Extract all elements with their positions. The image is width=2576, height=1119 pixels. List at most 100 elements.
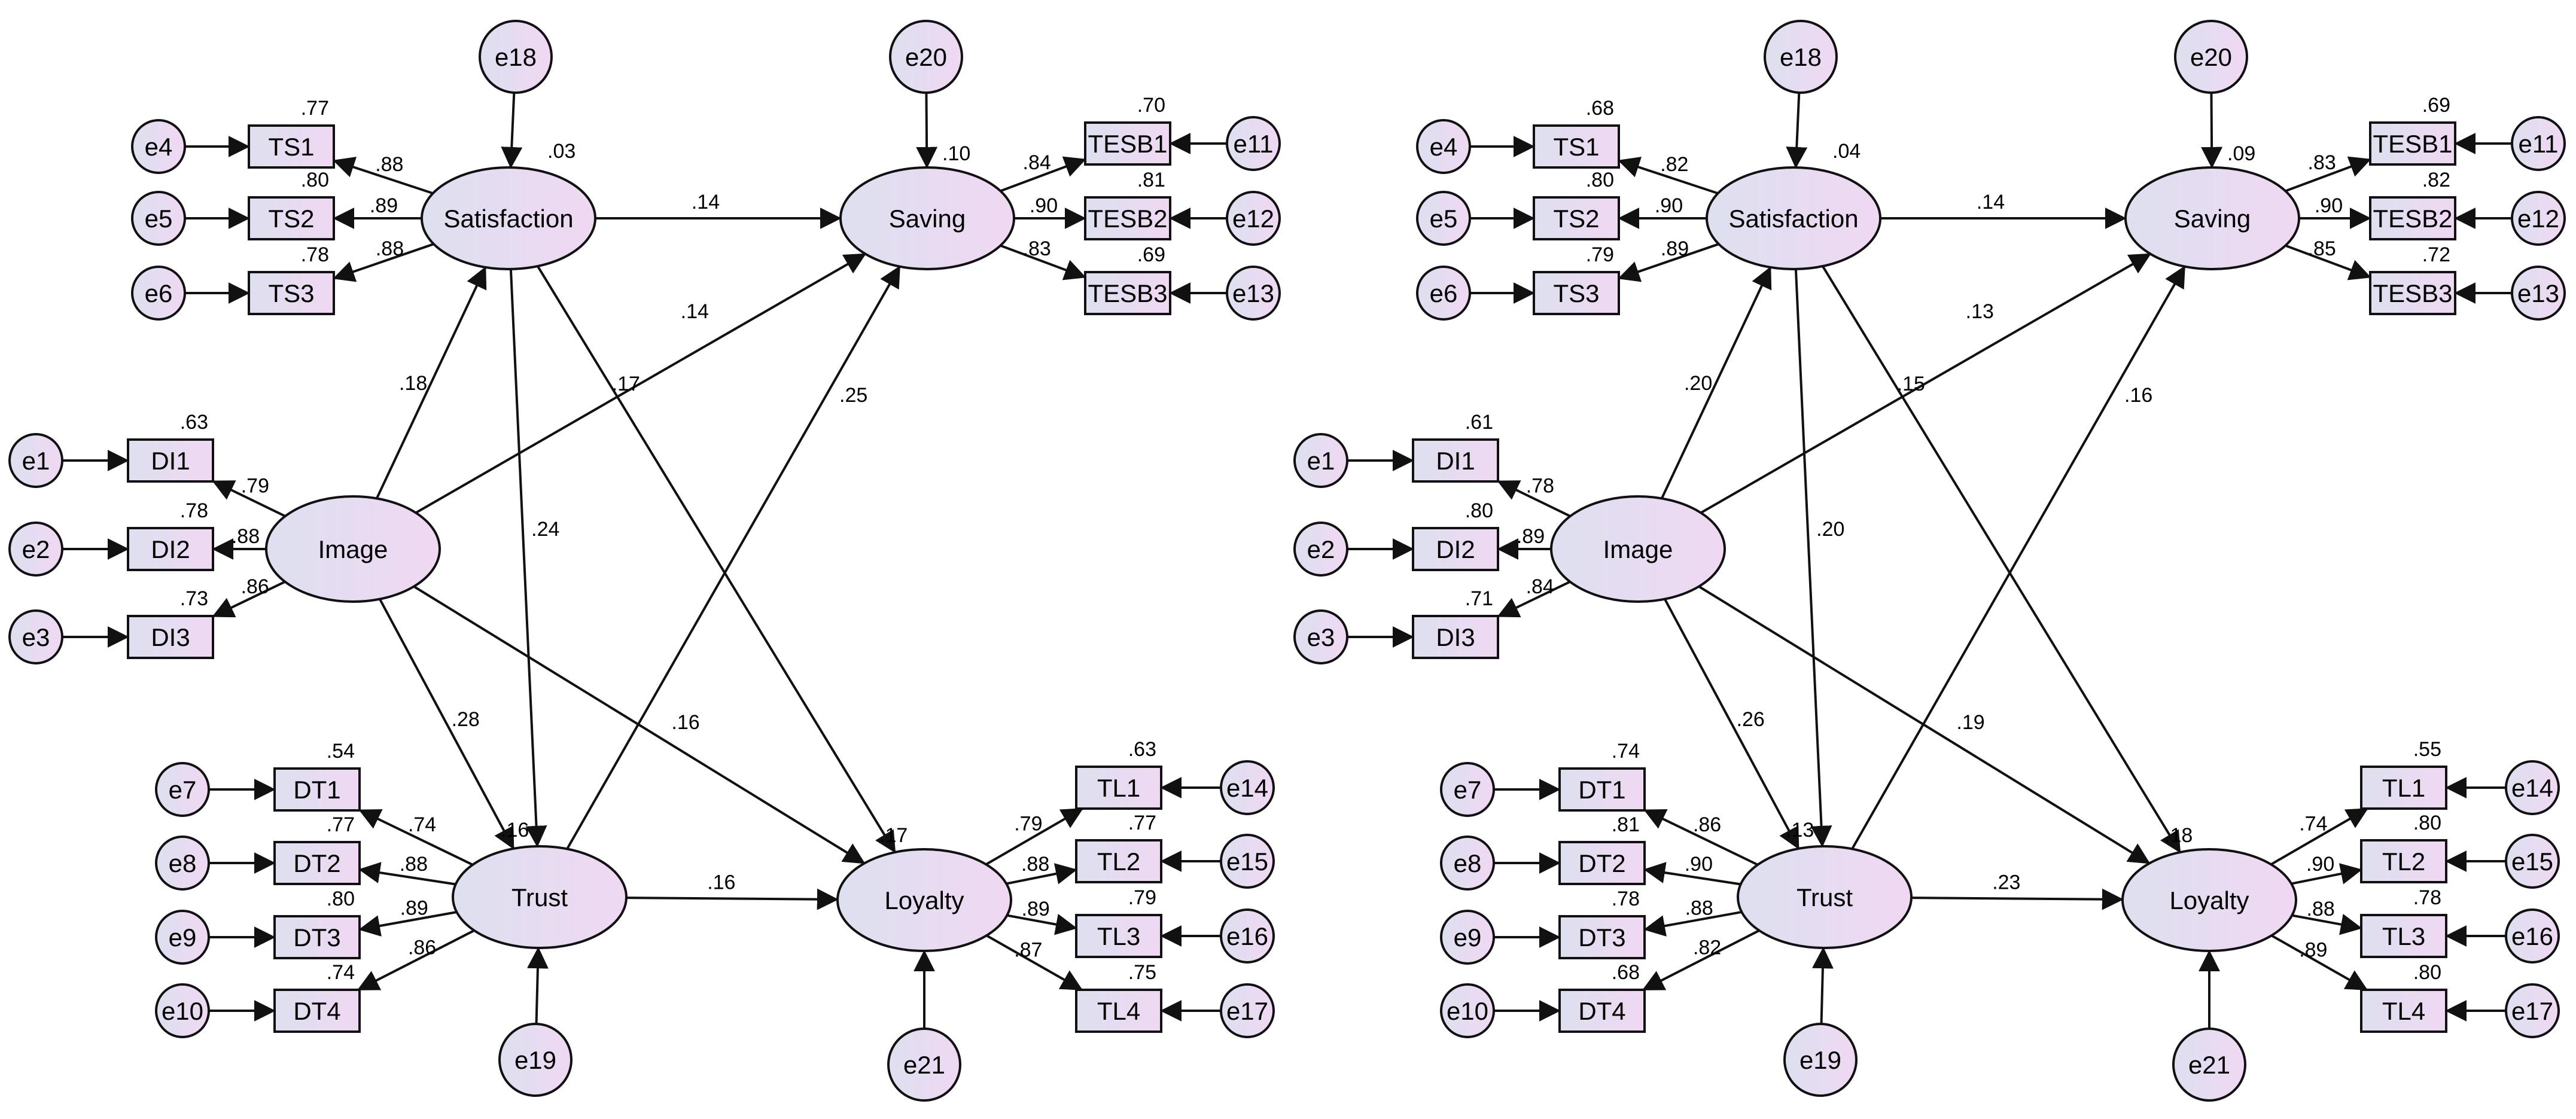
error-e3 [8,609,63,664]
latent-label-image: Image [1603,535,1673,563]
loading-value-tl1: .74 [2299,813,2327,836]
r2-dt1: .54 [327,740,355,763]
r2-loyalty: .17 [879,824,908,847]
indicator-label-ts3: TS3 [268,279,314,307]
path-coefficient-tru_loy: .16 [707,871,735,894]
loading-value-tl2: .90 [2306,853,2334,876]
error-path-e18 [1786,92,1808,169]
error-label-e7: e7 [169,776,197,804]
error-path-e19 [1811,947,1834,1025]
indicator-dt3 [1558,915,1646,959]
r2-ts3: .78 [301,243,329,266]
r2-di3: .71 [1465,587,1493,610]
path-coefficient-tru_sav: .25 [839,384,867,407]
latent-loyalty [836,848,1012,952]
error-label-e9: e9 [169,923,197,952]
latent-label-trust: Trust [511,883,568,911]
indicator-ts1 [248,124,335,169]
error-label-e19: e19 [1799,1046,1841,1074]
indicator-ts2 [1533,196,1620,240]
path-coefficient-img_sat: .20 [1684,372,1712,395]
latent-label-loyalty: Loyalty [884,886,964,914]
indicator-tl2 [2360,839,2447,883]
r2-tesb3: .72 [2422,243,2450,266]
r2-ts2: .80 [301,169,329,191]
loading-value-tl1: .79 [1014,813,1042,836]
error-path-e20 [916,92,938,169]
loading-loyalty-tl3 [1006,913,1077,935]
r2-dt2: .77 [327,813,355,836]
r2-dt3: .80 [327,888,355,910]
error-label-e20: e20 [2190,43,2232,71]
coefficients-layer: .18.14.17.24.14.25.28.16.16.88.89.88.79.… [180,94,1165,984]
loading-loyalty-tl1 [985,807,1084,866]
error-e13 [2511,266,2566,321]
r2-di3: .73 [180,587,208,610]
r2-dt2: .81 [1612,813,1640,836]
error-label-e12: e12 [2517,205,2559,233]
error-label-e13: e13 [2517,279,2559,307]
error-e18 [479,20,553,94]
r2-ts3: .79 [1586,243,1614,266]
indicator-label-dt2: DT2 [293,849,340,877]
indicator-dt4 [273,989,361,1033]
path-tru_sav [566,266,901,850]
error-label-e1: e1 [22,447,50,475]
path-sat_loy [1822,266,2181,853]
path-coefficient-tru_sav: .16 [2124,384,2152,407]
loading-value-dt4: .86 [408,936,436,959]
path-coefficient-img_tru: .28 [452,708,480,731]
indicator-di2 [1412,527,1499,571]
indicator-label-ts1: TS1 [1553,133,1599,161]
error-label-e6: e6 [145,279,173,307]
latent-label-satisfaction: Satisfaction [443,205,573,233]
loading-value-dt3: .88 [1685,897,1713,920]
error-label-e3: e3 [1307,623,1335,651]
error-label-e18: e18 [1780,43,1822,71]
r2-di2: .78 [180,499,208,522]
error-e1 [8,433,63,488]
error-e5 [1416,191,1471,246]
loading-loyalty-tl3 [2291,913,2362,935]
r2-trust: .13 [1786,819,1814,841]
loading-value-ts2: .89 [370,194,398,217]
path-coefficient-img_sav: .13 [1966,300,1994,323]
error-label-e21: e21 [2188,1051,2230,1079]
loading-image-di1 [212,480,286,517]
path-coefficient-sat_tru: .20 [1816,518,1844,541]
loading-image-di1 [1497,480,1571,517]
r2-dt3: .78 [1612,888,1640,910]
error-label-e11: e11 [2519,130,2559,158]
indicator-label-ts1: TS1 [268,133,314,161]
error-label-e11: e11 [1234,130,1274,158]
loading-value-ts3: .88 [376,237,404,260]
r2-tl3: .79 [1128,886,1156,909]
indicator-ts1 [1533,124,1620,169]
error-e6 [1416,266,1471,321]
r2-di1: .63 [180,411,208,434]
latent-label-saving: Saving [2174,205,2251,233]
error-label-e5: e5 [145,205,173,233]
error-label-e17: e17 [1226,997,1268,1025]
error-label-e10: e10 [162,997,203,1025]
path-coefficient-sat_loy: .15 [1897,373,1925,395]
r2-tl2: .80 [2413,812,2441,834]
loading-value-tesb2: .90 [2315,194,2343,217]
error-label-e16: e16 [2511,922,2553,950]
error-label-e8: e8 [1454,849,1482,877]
indicator-label-tl2: TL2 [1097,847,1140,876]
r2-ts1: .77 [301,97,329,120]
error-e3 [1293,609,1348,664]
indicator-dt1 [273,767,361,812]
error-label-e15: e15 [2511,847,2553,876]
error-e2 [1293,522,1348,577]
latent-image [265,495,441,603]
loading-loyalty-tl2 [1006,863,1077,885]
loading-value-dt2: .90 [1685,853,1713,876]
path-coefficient-img_loy: .16 [671,711,699,734]
error-label-e1: e1 [1307,447,1335,475]
loading-value-di3: .84 [1526,575,1554,598]
r2-dt4: .68 [1612,961,1640,984]
edges-layer [1347,92,2512,1029]
indicator-tesb2 [1084,196,1171,240]
